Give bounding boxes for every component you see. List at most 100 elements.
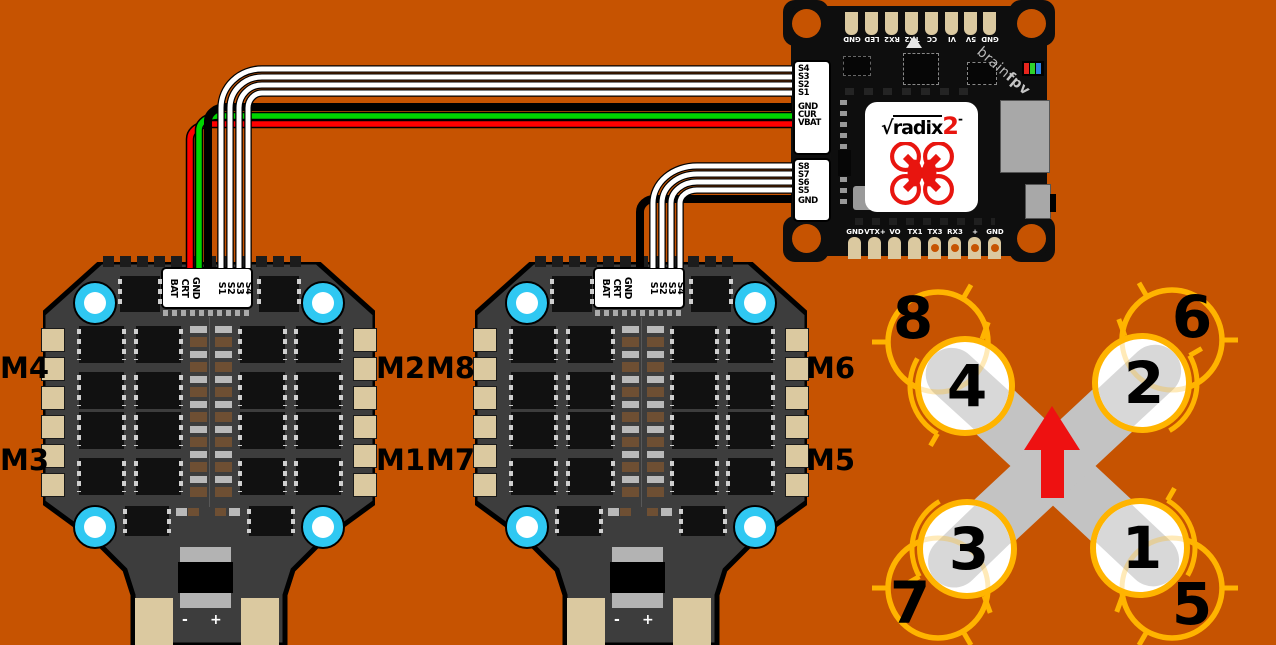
esc-top-edge-pad [290, 256, 301, 267]
radix2-logo-text: √radix2- [865, 112, 978, 140]
esc-motor-pad-right [353, 386, 377, 410]
chip-pins-right [715, 415, 719, 446]
esc-motor-pad-right [353, 444, 377, 468]
chip-pins-left [726, 375, 730, 406]
prop-swish-tick [1188, 346, 1204, 358]
chip-pins-left [726, 415, 730, 446]
esc-motor-pad-left [41, 415, 65, 439]
esc-capacitor [647, 401, 664, 408]
fc-conn1-signal-label: S3 [798, 72, 810, 82]
chip-pins-left [238, 415, 242, 446]
esc-mount-hole-center [312, 516, 334, 538]
esc-fet-chip [670, 458, 719, 495]
chip-pins-left [670, 375, 674, 406]
chip-pins-left [555, 509, 559, 533]
esc-mount-hole-center [84, 292, 106, 314]
chip-pins-right [179, 415, 183, 446]
esc-capacitor [190, 451, 207, 458]
esc-fet-chip [123, 506, 171, 536]
chip-pins-left [118, 279, 122, 309]
chip-pins-left [550, 279, 554, 309]
esc-motor-pad-left [41, 444, 65, 468]
logo-two: 2 [942, 112, 959, 140]
esc-capacitor [190, 401, 207, 408]
esc-fet-chip [679, 506, 727, 536]
smd-strip [855, 218, 995, 225]
fc-top-pad [885, 12, 898, 35]
chip-pins-right [771, 461, 775, 492]
esc-fet-chip [566, 458, 615, 495]
esc-top-edge-pad [586, 256, 597, 267]
motor-output-label: M6 [806, 351, 856, 385]
chip-pins-left [294, 329, 298, 360]
chip-pins-right [122, 415, 126, 446]
fc-bottom-pad-label: GND [986, 228, 1004, 236]
fc-bottom-pad-label: RX3 [947, 228, 963, 236]
chip-pins-right [122, 461, 126, 492]
top-motor-number: 3 [949, 515, 989, 583]
chip-pins-left [566, 329, 570, 360]
esc-capacitor [647, 351, 664, 358]
esc-capacitor [647, 476, 664, 483]
chip-pins-right [179, 375, 183, 406]
esc-capacitor [190, 387, 207, 397]
esc-fet-chip [726, 458, 775, 495]
motor-output-label: M3 [0, 443, 50, 477]
wire [218, 66, 792, 268]
fc-top-pad [925, 12, 938, 35]
chip-pins-right [715, 461, 719, 492]
esc-mount-hole-center [516, 292, 538, 314]
esc-fet-chip [77, 458, 126, 495]
esc-pin-row [595, 310, 683, 316]
chip-pins-left [294, 461, 298, 492]
prop-swish-tick [981, 595, 993, 614]
esc-capacitor [190, 351, 207, 358]
fc-through-hole [950, 244, 959, 252]
prop-swish-tick [1136, 630, 1150, 645]
chip-pins-right [122, 329, 126, 360]
esc-capacitor [647, 437, 664, 447]
esc-capacitor [215, 337, 232, 347]
esc-fet-chip [77, 326, 126, 363]
esc-mount-hole-center [744, 516, 766, 538]
chip-pins-right [179, 461, 183, 492]
fc-bottom-pad-label: + [972, 228, 978, 236]
esc-capacitor [622, 462, 639, 472]
esc-motor-pad-left [41, 473, 65, 497]
esc-top-edge-pad [256, 256, 267, 267]
esc-motor-pad-right [353, 357, 377, 381]
esc-capacitor [215, 487, 232, 497]
chip-pins-left [77, 415, 81, 446]
chip-pins-left [238, 375, 242, 406]
esc-capacitor [190, 426, 207, 433]
fc-mount-hole [1017, 9, 1046, 38]
chip-pins-right [554, 415, 558, 446]
esc-fet-chip [566, 412, 615, 449]
esc-motor-pad-right [785, 473, 809, 497]
led-blue [1036, 63, 1041, 74]
esc-capacitor [622, 337, 639, 347]
prop-swish-arc [1168, 354, 1200, 433]
esc-mount-hole-center [84, 516, 106, 538]
esc-fet-chip [509, 372, 558, 409]
esc-center-line [641, 317, 642, 507]
esc-capacitor [647, 376, 664, 383]
esc-capacitor [215, 387, 232, 397]
esc-capacitor [622, 437, 639, 447]
esc-battery-minus: - [182, 612, 188, 628]
esc-fet-chip [689, 276, 733, 312]
esc-top-edge-pad [603, 256, 614, 267]
esc-top-edge-pad [620, 256, 631, 267]
chip-pins-right [554, 329, 558, 360]
esc-cap-band [612, 547, 663, 562]
esc-capacitor [608, 508, 619, 516]
esc-capacitor [215, 362, 232, 372]
esc-capacitor [190, 437, 207, 447]
esc-fet-chip [555, 506, 603, 536]
fc-bottom-pad-label: VO [889, 228, 901, 236]
esc-motor-pad-left [41, 357, 65, 381]
fc-conn2-signal-label: S7 [798, 170, 810, 180]
prop-swish-tick [905, 574, 921, 586]
